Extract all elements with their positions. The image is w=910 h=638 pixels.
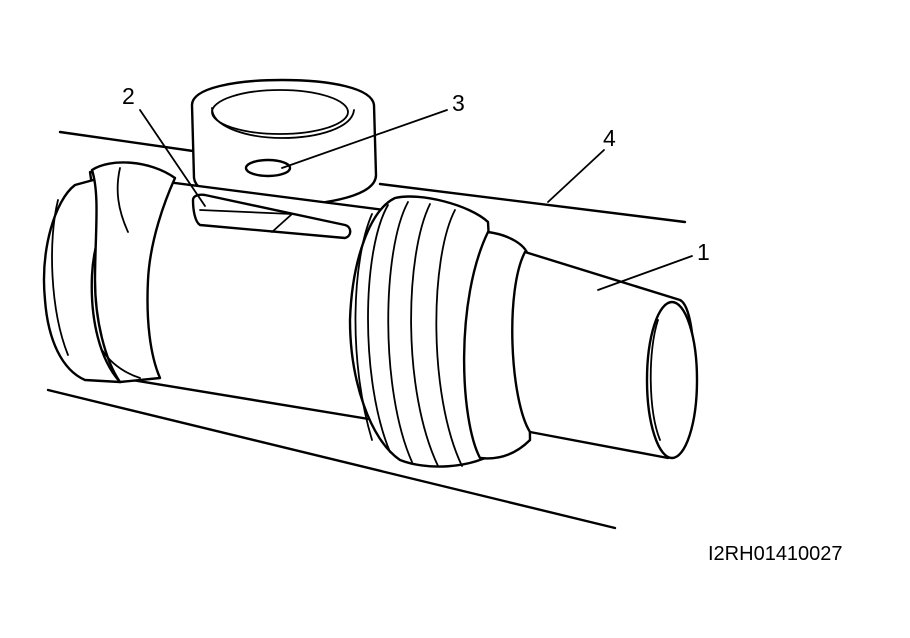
collar — [348, 195, 502, 468]
leader-2 — [139, 109, 206, 207]
leader-lines — [139, 109, 693, 291]
callout-3: 3 — [452, 90, 465, 116]
leader-1 — [597, 255, 693, 291]
boss — [190, 78, 378, 207]
nose — [462, 230, 699, 460]
figure-code: I2RH01410027 — [708, 543, 843, 565]
port-hole-3 — [244, 158, 292, 178]
callout-1: 1 — [697, 239, 710, 265]
cylinder-body — [42, 161, 407, 427]
callout-4: 4 — [603, 125, 616, 151]
rod-lines — [46, 130, 687, 530]
callout-2: 2 — [122, 83, 135, 109]
leader-4 — [547, 149, 605, 203]
leader-3 — [281, 109, 448, 169]
